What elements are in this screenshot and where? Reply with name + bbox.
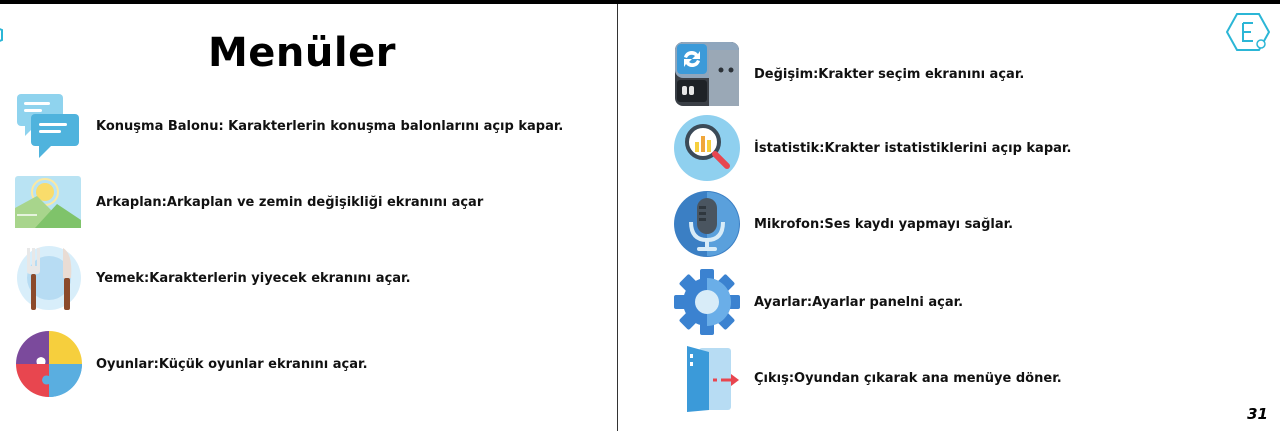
- gear-icon: [673, 268, 741, 336]
- menu-item-label: Değişim:Krakter seçim ekranını açar.: [754, 66, 1025, 82]
- menu-item-speech-bubble: Konuşma Balonu: Karakterlerin konuşma ba…: [15, 92, 563, 160]
- menu-item-label: Çıkış:Oyundan çıkarak ana menüye döner.: [754, 370, 1062, 386]
- speech-bubble-icon: [15, 92, 83, 160]
- corner-logo-fragment-icon: [0, 28, 3, 42]
- landscape-icon: [15, 168, 83, 236]
- menu-item-label: Oyunlar:Küçük oyunlar ekranını açar.: [96, 356, 368, 372]
- menu-item-settings: Ayarlar:Ayarlar panelni açar.: [673, 268, 963, 336]
- menu-item-background: Arkaplan:Arkaplan ve zemin değişikliği e…: [15, 168, 483, 236]
- page-divider: [617, 4, 618, 431]
- page-title: Menüler: [208, 30, 396, 76]
- menu-item-games: Oyunlar:Küçük oyunlar ekranını açar.: [15, 330, 368, 398]
- menu-item-label: Yemek:Karakterlerin yiyecek ekranını aça…: [96, 270, 411, 286]
- microphone-icon: [673, 190, 741, 258]
- menu-item-label: Mikrofon:Ses kaydı yapmayı sağlar.: [754, 216, 1014, 232]
- menu-item-statistics: İstatistik:Krakter istatistiklerini açıp…: [673, 114, 1071, 182]
- menu-item-label: İstatistik:Krakter istatistiklerini açıp…: [754, 140, 1072, 156]
- character-swap-icon: [673, 40, 741, 108]
- menu-item-label: Konuşma Balonu: Karakterlerin konuşma ba…: [96, 118, 564, 134]
- top-border: [0, 0, 1280, 4]
- magnifier-chart-icon: [673, 114, 741, 182]
- fork-knife-icon: [15, 244, 83, 312]
- brand-logo-icon: [1226, 13, 1270, 51]
- menu-item-character-swap: Değişim:Krakter seçim ekranını açar.: [673, 40, 1024, 108]
- menu-item-label: Ayarlar:Ayarlar panelni açar.: [754, 294, 964, 310]
- menu-item-food: Yemek:Karakterlerin yiyecek ekranını aça…: [15, 244, 411, 312]
- puzzle-icon: [15, 330, 83, 398]
- page-number: 31: [1247, 405, 1268, 423]
- menu-item-exit: Çıkış:Oyundan çıkarak ana menüye döner.: [673, 344, 1062, 412]
- menu-item-microphone: Mikrofon:Ses kaydı yapmayı sağlar.: [673, 190, 1013, 258]
- menu-item-label: Arkaplan:Arkaplan ve zemin değişikliği e…: [96, 194, 484, 210]
- exit-door-icon: [673, 344, 741, 412]
